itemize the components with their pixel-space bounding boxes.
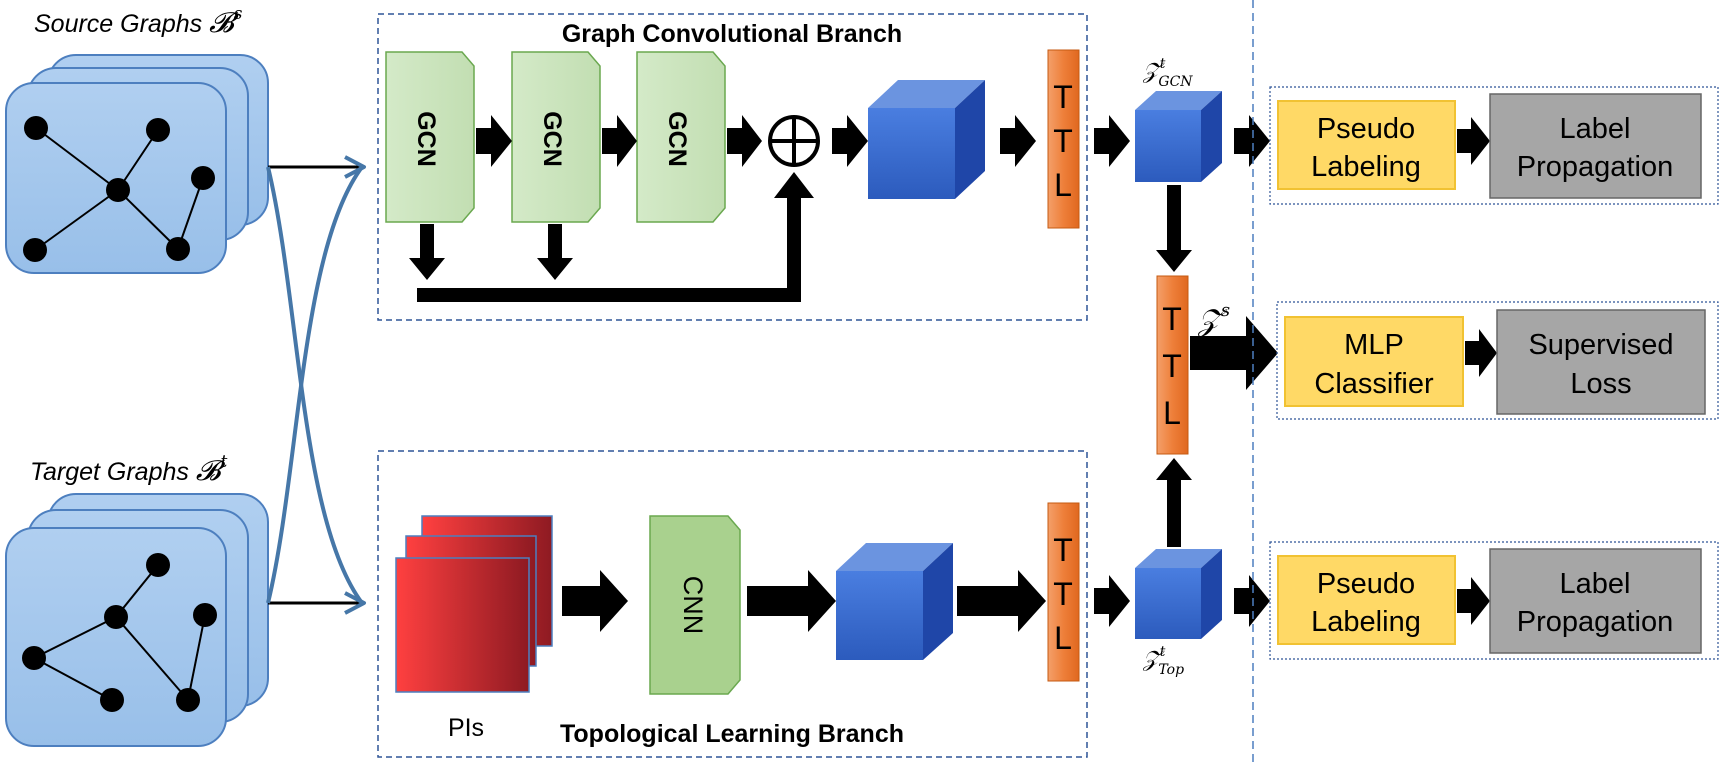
mlp-classifier [1284, 316, 1464, 407]
pseudo-labeling-bottom [1277, 555, 1456, 645]
arrow-cube-ttl-top [1000, 115, 1036, 167]
pseudo-bottom-line2: Labeling [1311, 606, 1421, 638]
target-graphs: Target Graphs 𝓑t [5, 452, 269, 747]
ztop-cube [1135, 549, 1222, 639]
ttl-bottom-letter-3: L [1054, 620, 1072, 656]
ttl-top-letter-3: L [1054, 167, 1072, 203]
head-mid: MLP Classifier Supervised Loss [1276, 301, 1719, 420]
arrow-ttl-mid-mlp [1190, 316, 1278, 390]
pseudo-top-line1: Pseudo [1317, 113, 1415, 145]
source-graphs-label: Source Graphs 𝓑s [34, 4, 243, 39]
skip-up [787, 194, 801, 302]
arrow-ttl-zgcn [1094, 115, 1130, 167]
cnn-block-label: CNN [678, 576, 708, 635]
gcn-block-3 [636, 51, 726, 223]
input-connectors [266, 155, 366, 615]
gcn-block-1 [385, 51, 475, 223]
supervised-line1: Supervised [1528, 329, 1673, 361]
ttl-top-letter-1: T [1053, 79, 1073, 115]
arrow-cube-ttl-bottom [957, 570, 1046, 632]
pseudo-bottom-line1: Pseudo [1317, 568, 1415, 600]
pis-stack [395, 515, 553, 693]
source-graphs: Source Graphs 𝓑s [5, 4, 269, 274]
arrow-zgcn-ttl-mid [1156, 185, 1192, 272]
topological-branch-frame [377, 450, 1088, 758]
supervised-line2: Loss [1570, 368, 1631, 400]
arrow-pseudo-labelprop-bottom [1457, 577, 1490, 625]
skip-down-1 [409, 224, 445, 280]
source-graph-nodes [23, 116, 215, 262]
arrow-ztop-ttl-mid [1156, 458, 1192, 547]
labelprop-bottom-line2: Propagation [1517, 606, 1673, 638]
gcn-branch-title: Graph Convolutional Branch [562, 20, 902, 48]
ttl-bottom-letter-1: T [1053, 532, 1073, 568]
source-graph-network [34, 127, 204, 251]
gcn-branch: Graph Convolutional Branch GCN GCN GCN [377, 13, 1088, 321]
ttl-bottom-letter-2: T [1053, 576, 1073, 612]
arrow-pis-cnn [562, 570, 628, 632]
cnn-block [649, 515, 741, 695]
skip-bus [417, 288, 801, 302]
pis-label: PIs [448, 714, 484, 742]
ttl-bottom [1047, 502, 1080, 682]
gcn-block-1-label: GCN [412, 111, 440, 167]
top-feature-cube [836, 543, 953, 660]
labelprop-top-line1: Label [1560, 113, 1631, 145]
arrow-zgcn-pseudo [1234, 115, 1270, 167]
zs-label: 𝒵s [1197, 300, 1230, 338]
gcn-block-2 [511, 51, 601, 223]
arrow-pseudo-labelprop-top [1457, 117, 1490, 165]
source-graph-card-1 [5, 82, 227, 274]
skip-down-2 [537, 224, 573, 280]
pseudo-labeling-top [1277, 100, 1456, 190]
ttl-mid-letter-1: T [1162, 301, 1182, 337]
gcn-block-3-label: GCN [663, 111, 691, 167]
sum-operator [768, 115, 820, 167]
gcn-block-2-label: GCN [538, 111, 566, 167]
head-bottom-frame [1269, 541, 1719, 660]
zgcn-cube [1135, 91, 1222, 182]
ttl-top [1047, 49, 1080, 229]
arrow-cnn-cube [747, 570, 836, 632]
head-bottom: Pseudo Labeling Label Propagation [1269, 541, 1719, 660]
ttl-mid [1156, 275, 1189, 455]
arrow-sum-cube [832, 115, 868, 167]
arrow-gcn1-gcn2 [476, 115, 512, 167]
gcn-branch-frame [377, 13, 1088, 321]
ttl-mid-letter-3: L [1163, 395, 1181, 431]
head-top: Pseudo Labeling Label Propagation [1269, 86, 1719, 205]
head-top-frame [1269, 86, 1719, 205]
arrow-gcn3-sum [727, 115, 762, 167]
labelprop-top-line2: Propagation [1517, 151, 1673, 183]
arrow-ttl-ztop [1094, 575, 1130, 627]
mlp-line1: MLP [1344, 329, 1404, 361]
gcn-feature-cube [868, 80, 985, 199]
skip-up-head [774, 172, 814, 198]
label-propagation-top [1489, 93, 1702, 199]
supervised-loss [1496, 309, 1706, 415]
arrow-mlp-loss [1465, 329, 1497, 377]
head-mid-frame [1276, 301, 1719, 420]
arrow-gcn2-gcn3 [602, 115, 637, 167]
ttl-top-letter-2: T [1053, 123, 1073, 159]
target-graph-nodes [22, 553, 217, 712]
label-propagation-bottom [1489, 548, 1702, 654]
target-graphs-label: Target Graphs 𝓑t [30, 452, 228, 487]
mlp-line2: Classifier [1314, 368, 1434, 400]
topological-branch-title: Topological Learning Branch [560, 720, 904, 748]
target-graph-card-1 [5, 527, 227, 747]
pseudo-top-line2: Labeling [1311, 151, 1421, 183]
ttl-mid-letter-2: T [1162, 348, 1182, 384]
labelprop-bottom-line1: Label [1560, 568, 1631, 600]
topological-branch: Topological Learning Branch PIs CNN T T … [377, 450, 1088, 758]
ttl-mid-group: T T L 𝒵s [1156, 275, 1278, 455]
arrow-ztop-pseudo [1234, 575, 1270, 627]
